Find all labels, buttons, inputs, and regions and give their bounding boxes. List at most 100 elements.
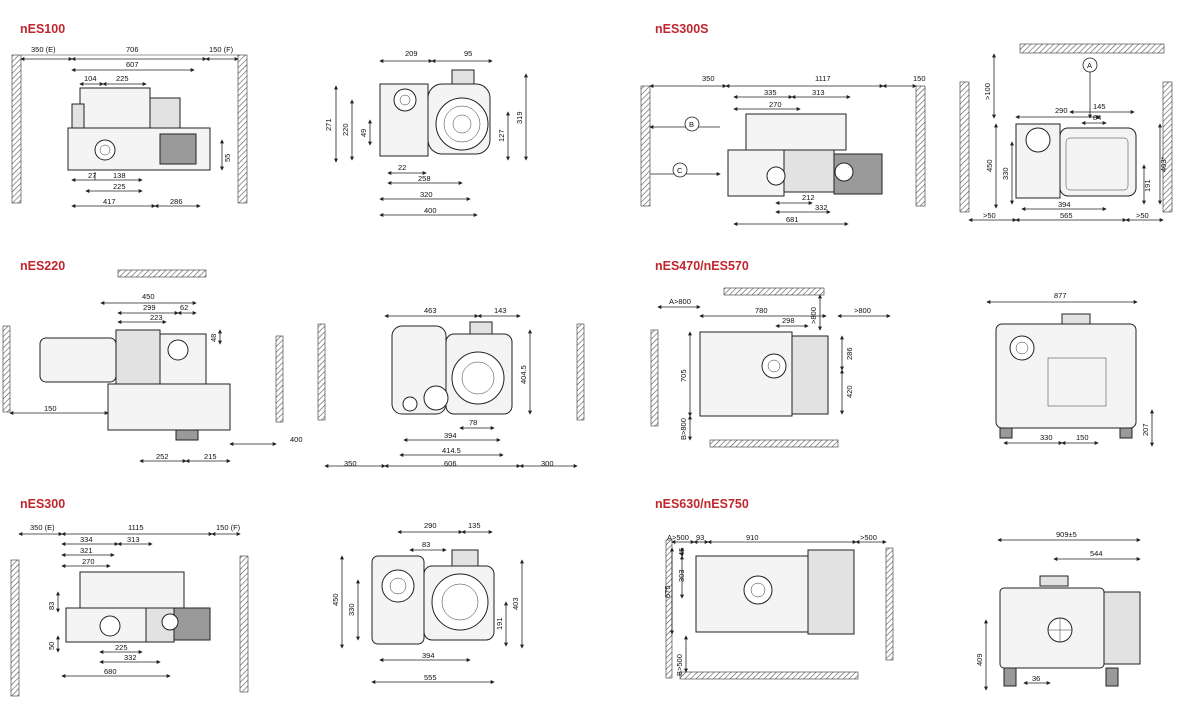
nes100-dim-400: 400: [424, 206, 437, 215]
nes300s-dim-270: 270: [769, 100, 782, 109]
nes630-dim-93: 93: [696, 533, 704, 542]
nes100-dim-209: 209: [405, 49, 418, 58]
nes100-dim-271: 271: [324, 118, 333, 131]
wall-top: [723, 287, 825, 296]
wall-left: [2, 325, 11, 413]
nes300-dim-50: 50: [47, 642, 56, 650]
title-nes470-nes570: nES470/nES570: [655, 259, 749, 273]
nes300-dim-150f: 150 (F): [216, 523, 241, 532]
nes220-dim-463: 463: [424, 306, 437, 315]
nes470-dim-150: 150: [1076, 433, 1089, 442]
nes220-dim-450: 450: [142, 292, 155, 301]
nes630-dim-303: 303: [677, 569, 686, 582]
nes300-dim-83b: 83: [422, 540, 430, 549]
nes100-side-view: 350 (E) 706 150 (F) 607 104 225 27 138 2…: [11, 45, 248, 208]
nes630-front-view: 909±5 544 409 36: [975, 530, 1141, 691]
nes300-dim-330: 330: [347, 603, 356, 616]
nes220-dim-400: 400: [290, 435, 303, 444]
nes470-dim-298: 298: [782, 316, 795, 325]
nes300s-dim-332: 332: [815, 203, 828, 212]
nes300s-dim-191: 191: [1143, 179, 1152, 192]
nes300-front-view: 290 135 83 450 330 403 191 394 555: [331, 521, 524, 684]
nes630-dim-gt500: >500: [860, 533, 877, 542]
nes300-side-view: 350 (E) 1115 150 (F) 334 313 321 270 83 …: [10, 523, 249, 697]
nes100-dim-607: 607: [126, 60, 139, 69]
wall-right: [237, 54, 248, 204]
nes300s-dim-290: 290: [1055, 106, 1068, 115]
nes630-dim-675: 675: [663, 585, 672, 598]
title-nes300s: nES300S: [655, 22, 709, 36]
nes630-dim-a-gt500: A>500: [667, 533, 689, 542]
nes100-dim-286: 286: [170, 197, 183, 206]
nes100-dim-350e: 350 (E): [31, 45, 56, 54]
nes100-front-view: 209 95 271 220 49 22 258 320 400 127 319: [324, 49, 528, 217]
wall-left: [317, 323, 326, 421]
nes470-dim-a-gt800: A>800: [669, 297, 691, 306]
title-nes220: nES220: [20, 259, 65, 273]
nes100-dim-417: 417: [103, 197, 116, 206]
nes470-dim-780: 780: [755, 306, 768, 315]
nes300s-dim-1117: 1117: [815, 74, 831, 83]
wall-right: [576, 323, 585, 421]
nes300s-dim-gt50-right: >50: [1136, 211, 1149, 220]
nes100-dim-138: 138: [113, 171, 126, 180]
wall-right: [239, 555, 249, 693]
nes220-dim-252: 252: [156, 452, 169, 461]
wall-right: [1162, 81, 1173, 213]
nes630-dim-b-gt500: B>500: [675, 654, 684, 676]
nes470-dim-286: 286: [845, 347, 854, 360]
nes300s-dim-565: 565: [1060, 211, 1073, 220]
wall-left: [959, 81, 970, 213]
nes470-dim-207: 207: [1141, 423, 1150, 436]
nes470-dim-330: 330: [1040, 433, 1053, 442]
wall-left: [10, 559, 20, 697]
nes300-dim-680: 680: [104, 667, 117, 676]
nes300s-dim-450: 450: [985, 159, 994, 172]
wall-right: [885, 547, 894, 661]
wall-right: [915, 85, 926, 207]
nes300-dim-83: 83: [47, 602, 56, 610]
nes100-dim-706: 706: [126, 45, 139, 54]
wall-left: [11, 54, 22, 204]
nes220-side-view: 450 299 62 223 48 150 252 215 400: [2, 269, 303, 463]
nes300s-label-b: B: [689, 120, 694, 129]
nes300-dim-191: 191: [495, 617, 504, 630]
nes100-dim-258: 258: [418, 174, 431, 183]
nes630-dim-409: 409: [975, 653, 984, 666]
nes300s-label-c: C: [677, 166, 683, 175]
nes300s-dim-681: 681: [786, 215, 799, 224]
nes300-dim-270: 270: [82, 557, 95, 566]
nes300-dim-350e: 350 (E): [30, 523, 55, 532]
nes300-dim-313: 313: [127, 535, 140, 544]
title-nes100: nES100: [20, 22, 65, 36]
nes630-dim-910: 910: [746, 533, 759, 542]
nes100-dim-225: 225: [116, 74, 129, 83]
nes300-dim-225: 225: [115, 643, 128, 652]
nes630-dim-544: 544: [1090, 549, 1103, 558]
nes300-dim-1115: 1115: [128, 523, 144, 532]
nes220-dim-48: 48: [209, 334, 218, 342]
nes100-dim-27: 27: [88, 171, 96, 180]
nes220-dim-78: 78: [469, 418, 477, 427]
nes220-dim-215: 215: [204, 452, 217, 461]
nes470-front-view: 877 330 150 207: [986, 291, 1154, 447]
nes300s-dim-394: 394: [1058, 200, 1071, 209]
nes300s-dim-gt100: >100: [983, 83, 992, 100]
nes470-dim-gt800-top: >800: [809, 307, 818, 324]
nes300-dim-334: 334: [80, 535, 93, 544]
nes300s-dim-150: 150: [913, 74, 926, 83]
nes300s-dim-350: 350: [702, 74, 715, 83]
nes220-dim-223: 223: [150, 313, 163, 322]
nes630-dim-45: 45: [677, 548, 686, 556]
nes300-dim-450: 450: [331, 593, 340, 606]
nes470-dim-420: 420: [845, 385, 854, 398]
nes470-dim-b-gt800: B>800: [679, 418, 688, 440]
nes300s-dim-84: 84: [1093, 113, 1101, 122]
nes300-dim-555: 555: [424, 673, 437, 682]
nes100-dim-104: 104: [84, 74, 97, 83]
nes300-dim-135: 135: [468, 521, 481, 530]
nes300-dim-394: 394: [422, 651, 435, 660]
nes220-dim-299: 299: [143, 303, 156, 312]
nes220-dim-404-5: 404.5: [519, 365, 528, 384]
